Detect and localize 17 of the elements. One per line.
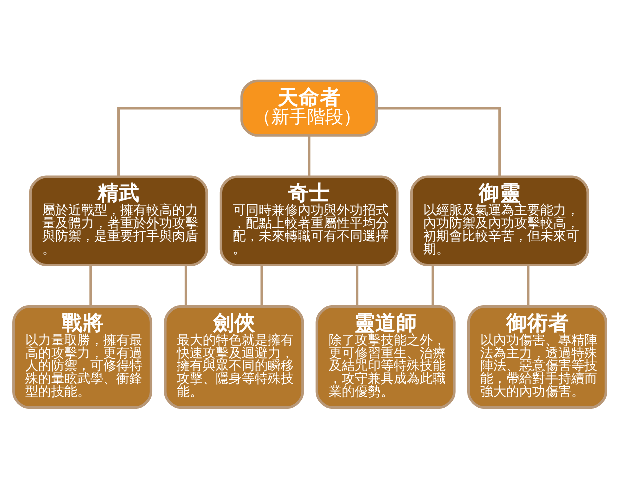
node-box: 劍俠 最大的特色就是擁有快速攻擊及迴避力，擁有與眾不同的瞬移攻擊、隱身等特殊技能。 (164, 304, 304, 409)
connector (184, 264, 188, 306)
connector (432, 264, 434, 306)
connector (260, 264, 264, 306)
connector (356, 264, 359, 306)
node-box: 精武 屬於近戰型，擁有較高的力量及體力，著重於外功攻擊與防禦，是重要打手與肉盾。 (29, 175, 208, 266)
connector (527, 264, 530, 306)
node-box: 御靈 以經脈及氣運為主要能力，內功防禦及內功攻擊較高，初期會比較辛苦，但未來可期。 (410, 175, 590, 266)
node-box: 御術者 以內功傷害、專精陣法為主力，透過特殊陣法、惡意傷害等技能，帶給對手持續而強大的內功傷害。 (467, 304, 608, 409)
connector (118, 106, 242, 176)
node-box: 天命者 （新手階段） (240, 79, 378, 136)
node-box: 戰將 以力量取勝，擁有最高的攻擊力，更有過人的防禦，可修得特殊的暈眩武學、衝鋒型的技能。 (12, 304, 153, 409)
connector (377, 106, 502, 176)
connector (308, 135, 311, 176)
connector (90, 264, 92, 306)
node-box: 靈道師 除了攻擊技能之外，更可修習重生、治療及結咒印等特殊技能，攻守兼具成為此職業的優勢。 (316, 304, 456, 409)
node-box: 奇士 可同時兼修內功與外功招式，配點上較著重屬性平均分配，未來轉職可有不同選擇。 (220, 175, 399, 266)
